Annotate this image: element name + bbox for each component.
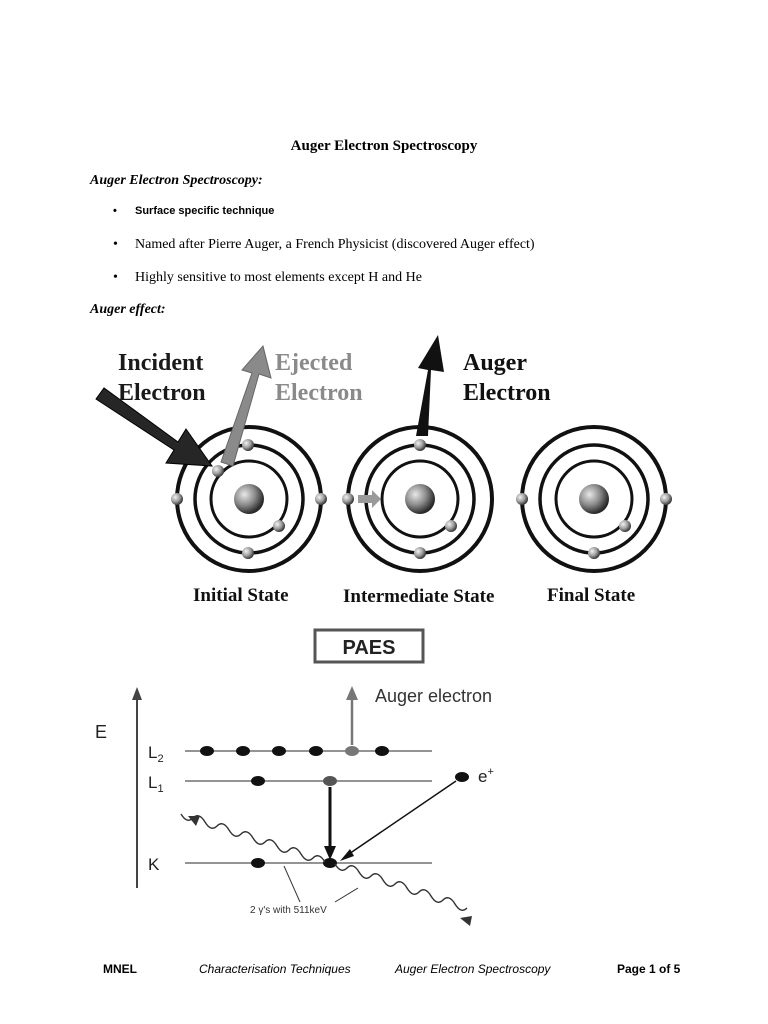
- ejected-label-line2: Electron: [275, 380, 363, 406]
- electron: [345, 746, 359, 756]
- energy-axis-arrow-icon: [132, 687, 142, 700]
- bullet-item-3: • Highly sensitive to most elements excep…: [113, 270, 422, 286]
- atom-intermediate-state: [342, 425, 494, 573]
- bullet-item-1: • Surface specific technique: [113, 205, 274, 217]
- auger-arrow-icon: [416, 335, 444, 436]
- electron: [375, 746, 389, 756]
- electron: [200, 746, 214, 756]
- electron: [242, 547, 254, 559]
- positron-path: [345, 780, 457, 857]
- electron: [212, 465, 224, 477]
- electron: [315, 493, 327, 505]
- electron: [588, 547, 600, 559]
- orbit-inner: [209, 459, 289, 539]
- footer-left: MNEL: [103, 962, 137, 976]
- gamma-pointer-right: [334, 887, 359, 903]
- auger-effect-diagram: Incident Electron Ejected Electron Auger…: [95, 335, 672, 607]
- electron: [660, 493, 672, 505]
- bullet-text-3: Highly sensitive to most elements except…: [135, 270, 422, 285]
- level-k-label: K: [148, 855, 160, 874]
- electron: [251, 776, 265, 786]
- bullet-item-2: • Named after Pierre Auger, a French Phys…: [113, 237, 535, 253]
- bullet-text-2: Named after Pierre Auger, a French Physi…: [135, 237, 535, 252]
- level-l1-label: L1: [148, 773, 164, 795]
- electron: [414, 547, 426, 559]
- section-heading-auger-effect: Auger effect:: [90, 302, 166, 317]
- section-heading-aes: Auger Electron Spectroscopy:: [90, 173, 263, 188]
- electron: [323, 776, 337, 786]
- state-label-intermediate: Intermediate State: [343, 586, 494, 607]
- gamma-ray-left-arrow-icon: [188, 816, 200, 826]
- footer-page-number: Page 1 of 5: [617, 962, 681, 976]
- gamma-pointer-left: [283, 865, 301, 903]
- positron: [455, 772, 469, 782]
- orbit-inner: [380, 459, 460, 539]
- positron-arrow-icon: [340, 849, 354, 861]
- ejected-arrow-icon: [220, 344, 272, 467]
- paes-box: [313, 628, 425, 664]
- bullet-glyph: •: [113, 270, 118, 285]
- paes-label: PAES: [343, 637, 396, 659]
- transition-arrow-icon: [324, 846, 336, 860]
- gamma-label: 2 γ's with 511keV: [250, 905, 327, 916]
- bullet-glyph: •: [113, 237, 118, 252]
- electron: [236, 746, 250, 756]
- gamma-ray-right: [334, 863, 468, 911]
- atom-initial-state: [171, 425, 327, 573]
- nucleus: [579, 484, 609, 514]
- orbit-inner: [554, 459, 634, 539]
- incident-label-line2: Electron: [118, 380, 206, 406]
- state-label-initial: Initial State: [193, 585, 289, 606]
- bullet-text-1: Surface specific technique: [135, 205, 275, 217]
- paes-energy-diagram: PAES E L2 L1 K Auger electron e+: [95, 628, 494, 926]
- electron: [445, 520, 457, 532]
- transition-arrow-icon: [358, 490, 381, 508]
- nucleus: [234, 484, 264, 514]
- bullet-glyph: •: [113, 205, 117, 217]
- electron: [414, 439, 426, 451]
- atom-final-state: [516, 425, 672, 573]
- footer-center-1: Characterisation Techniques: [199, 962, 351, 976]
- electron: [516, 493, 528, 505]
- electron: [342, 493, 354, 505]
- auger-label-line1: Auger: [463, 350, 527, 376]
- electron: [242, 439, 254, 451]
- page-title: Auger Electron Spectroscopy: [290, 138, 478, 154]
- incident-arrow-icon: [95, 387, 214, 467]
- electron: [309, 746, 323, 756]
- gamma-ray-right-arrow-icon: [460, 916, 472, 926]
- auger-label-line2: Electron: [463, 380, 551, 406]
- electron: [171, 493, 183, 505]
- ejected-label-line1: Ejected: [275, 350, 353, 376]
- incident-label-line1: Incident: [118, 350, 203, 376]
- electron: [272, 746, 286, 756]
- electron: [619, 520, 631, 532]
- auger-emission-arrow-icon: [346, 686, 358, 700]
- electron: [251, 858, 265, 868]
- energy-axis-label: E: [95, 722, 107, 742]
- footer-center-2: Auger Electron Spectroscopy: [395, 962, 551, 976]
- level-l2-label: L2: [148, 743, 164, 765]
- electron: [273, 520, 285, 532]
- positron-label: e+: [478, 766, 494, 786]
- state-label-final: Final State: [547, 585, 635, 606]
- nucleus: [405, 484, 435, 514]
- electron: [323, 858, 337, 868]
- gamma-ray-left: [180, 813, 326, 863]
- auger-electron-label: Auger electron: [375, 686, 492, 706]
